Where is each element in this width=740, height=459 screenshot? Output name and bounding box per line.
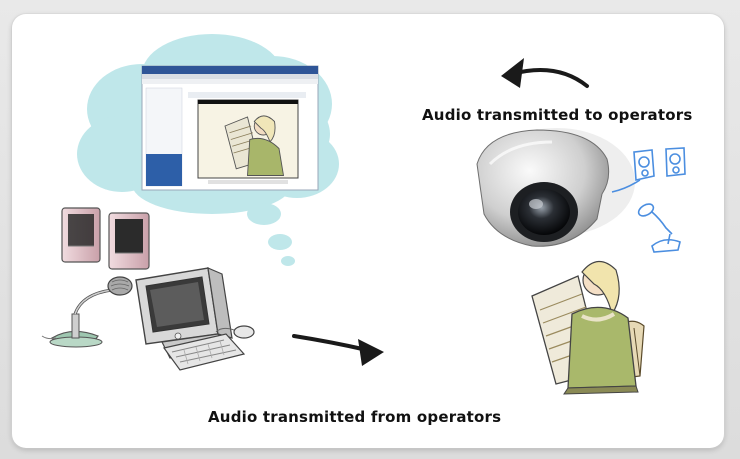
diagram-illustrations bbox=[41, 34, 686, 395]
caption-audio-from-operators: Audio transmitted from operators bbox=[208, 408, 502, 426]
speakers-icon bbox=[61, 207, 150, 270]
caption-audio-to-operators: Audio transmitted to operators bbox=[422, 106, 693, 124]
mouse-icon bbox=[215, 325, 255, 339]
camera-speakers-icon bbox=[611, 147, 686, 193]
left-arrow-icon bbox=[501, 58, 589, 88]
microphone-icon bbox=[41, 276, 133, 348]
diagram-card: Audio transmitted to operators Audio tra… bbox=[12, 14, 724, 448]
operator-screen-icon bbox=[141, 65, 319, 191]
keyboard-icon bbox=[162, 333, 246, 371]
ip-camera-icon bbox=[476, 128, 635, 247]
reading-person-icon bbox=[531, 260, 645, 395]
right-arrow-icon bbox=[292, 334, 384, 366]
camera-microphone-icon bbox=[637, 203, 681, 253]
